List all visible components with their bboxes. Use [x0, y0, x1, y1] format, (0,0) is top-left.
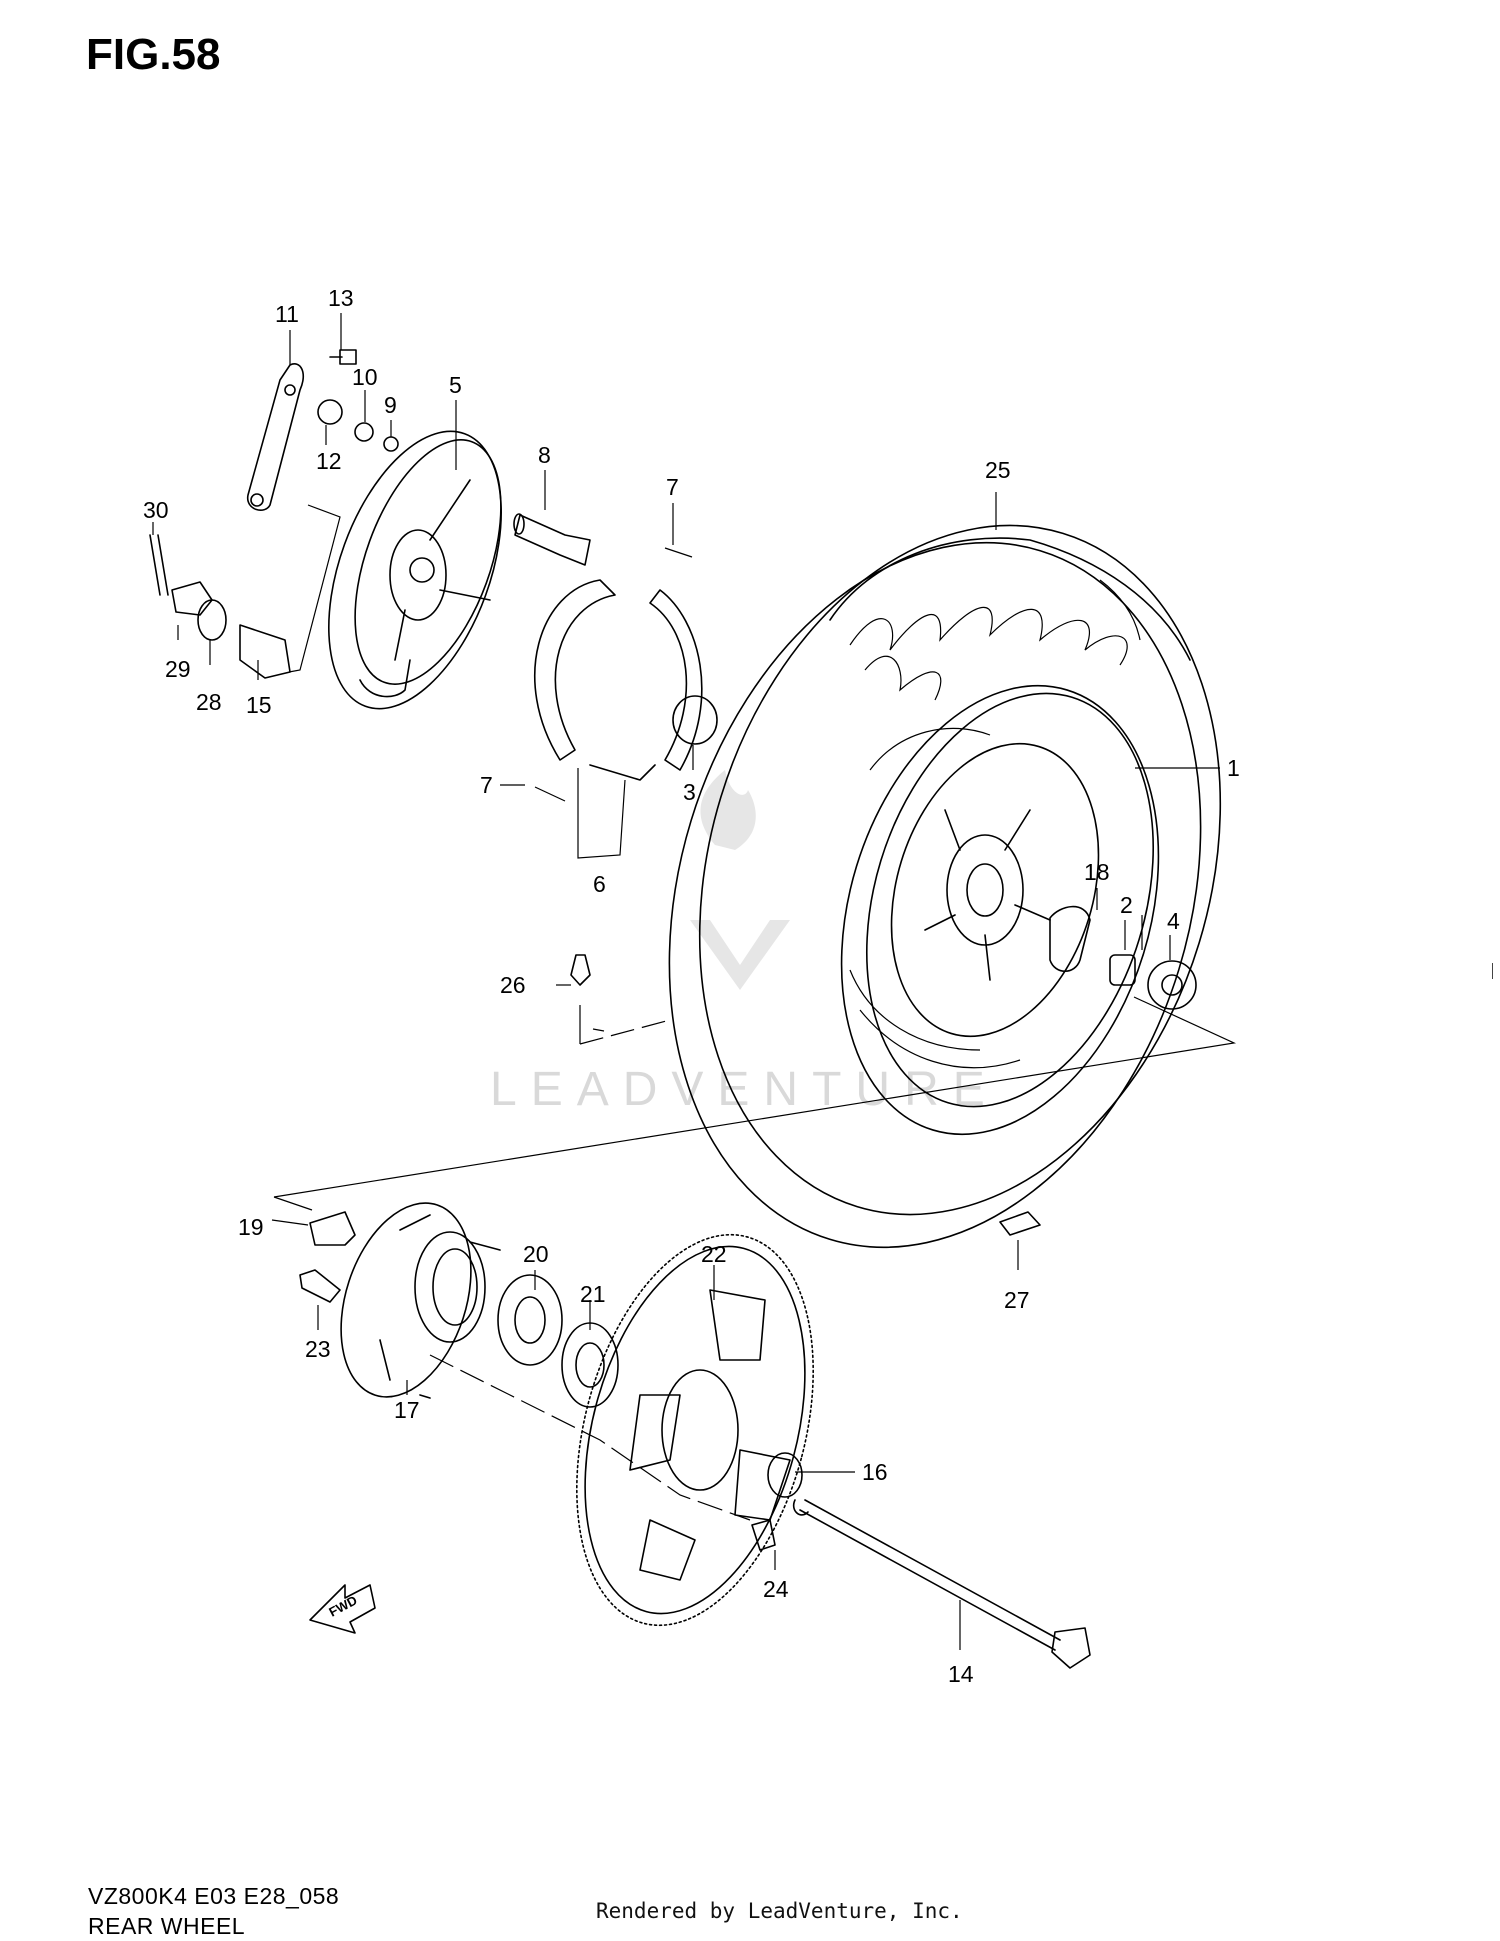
callout-22: 22	[701, 1241, 727, 1267]
callout-24: 24	[763, 1576, 789, 1602]
callout-23: 23	[305, 1336, 331, 1362]
model-code: VZ800K4 E03 E28_058	[88, 1883, 340, 1909]
callout-4: 4	[1167, 908, 1180, 934]
callout-2: 2	[1120, 892, 1133, 918]
callout-12: 12	[316, 448, 342, 474]
callout-20: 20	[523, 1241, 549, 1267]
callout-16: 16	[862, 1459, 888, 1485]
callout-29: 29	[165, 656, 191, 682]
callout-9: 9	[384, 392, 397, 418]
callout-25: 25	[985, 457, 1011, 483]
hub-parts-left	[299, 1211, 619, 1408]
edge-mark	[1492, 963, 1493, 979]
callout-7b: 7	[480, 772, 493, 798]
callout-30: 30	[143, 497, 169, 523]
fwd-direction-arrow: FWD	[309, 1584, 376, 1634]
section-name: REAR WHEEL	[88, 1913, 246, 1939]
rear-tire	[668, 524, 1222, 1249]
callout-1: 1	[1227, 755, 1240, 781]
leadventure-watermark: LEADVENTURE	[490, 770, 985, 1116]
sprocket-carrier-hub	[340, 1202, 501, 1399]
brake-panel	[328, 430, 502, 710]
hub-right-side-parts	[570, 905, 1197, 1236]
callout-27: 27	[1004, 1287, 1030, 1313]
assembly-boundary-lines	[273, 996, 1237, 1211]
rear-axle	[429, 1354, 1091, 1669]
callout-8: 8	[538, 442, 551, 468]
callout-leader-lines	[152, 313, 1220, 1650]
callout-15: 15	[246, 692, 272, 718]
callout-17: 17	[394, 1397, 420, 1423]
brake-lever-arm	[247, 363, 305, 511]
callout-numbers: 1 2 3 4 5 6 7 7 8 9 10 11 12 13 14 15 16…	[143, 285, 1240, 1687]
callout-7a: 7	[666, 474, 679, 500]
callout-11: 11	[275, 301, 299, 327]
brake-shoes	[534, 579, 718, 859]
rear-wheel-rim	[840, 684, 1160, 1136]
small-hardware	[149, 349, 693, 802]
brake-cam-shaft	[513, 513, 591, 566]
rendered-by-credit: Rendered by LeadVenture, Inc.	[596, 1899, 963, 1923]
fwd-arrow-label: FWD	[326, 1593, 359, 1620]
figure-title: FIG.58	[86, 30, 221, 79]
callout-13: 13	[328, 285, 354, 311]
callout-3: 3	[683, 779, 696, 805]
callout-5: 5	[449, 372, 462, 398]
callout-28: 28	[196, 689, 222, 715]
callout-10: 10	[352, 364, 378, 390]
callout-6: 6	[593, 871, 606, 897]
rear-sprocket	[576, 1233, 814, 1627]
callout-26: 26	[500, 972, 526, 998]
callout-21: 21	[580, 1281, 606, 1307]
callout-18: 18	[1084, 859, 1110, 885]
callout-14: 14	[948, 1661, 974, 1687]
callout-19: 19	[238, 1214, 264, 1240]
